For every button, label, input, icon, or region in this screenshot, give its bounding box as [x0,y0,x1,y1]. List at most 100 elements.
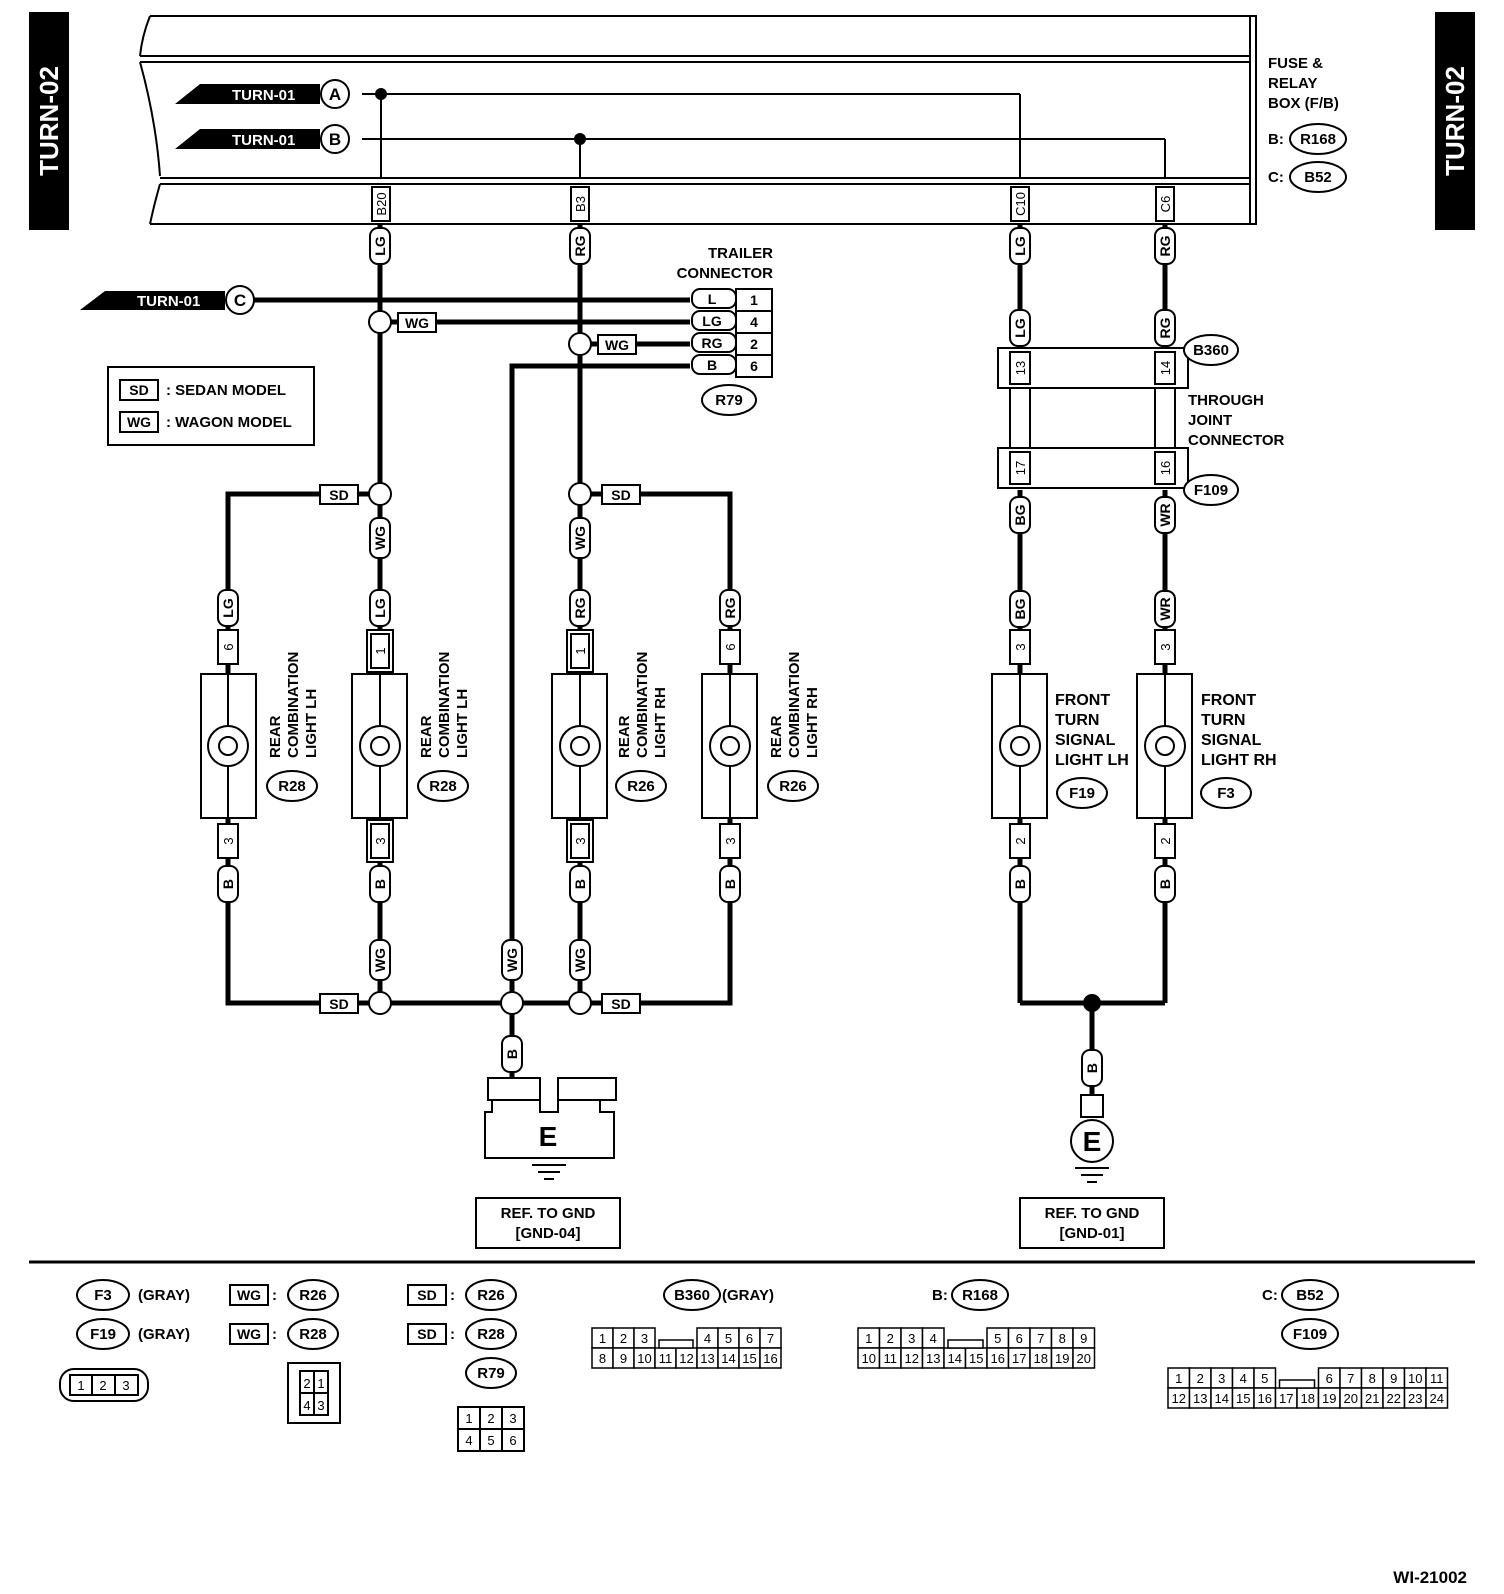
svg-text:TURN: TURN [1201,712,1245,729]
svg-text:LG: LG [1012,236,1028,256]
svg-text:FUSE &: FUSE & [1268,55,1323,72]
svg-text:WG: WG [237,1287,261,1303]
svg-text:B:: B: [1268,131,1284,148]
pin-number: 11 [659,1351,673,1366]
connector-b52-tag [1289,161,1347,193]
svg-text:COMBINATION: COMBINATION [436,652,453,758]
svg-text:(GRAY): (GRAY) [138,1326,190,1343]
svg-text:LIGHT LH: LIGHT LH [454,689,471,758]
svg-text:F19: F19 [90,1326,116,1343]
svg-text:TURN: TURN [1055,712,1099,729]
svg-text:1: 1 [373,647,388,654]
pin-number: 18 [1034,1351,1048,1366]
svg-text:LG: LG [1012,318,1028,338]
pin-number: 4 [930,1331,937,1346]
pin-number: 6 [746,1331,753,1346]
svg-text:R168: R168 [1300,131,1336,148]
svg-text:B: B [1012,879,1028,889]
pin-number: 1 [599,1331,606,1346]
pin-number: 24 [1430,1391,1444,1406]
svg-text:6: 6 [221,643,236,650]
svg-text:WG: WG [372,948,388,972]
rear-combination-light-lh-sd: 6 3 [200,629,257,859]
svg-text:2: 2 [303,1376,310,1391]
svg-text:B: B [504,1049,520,1059]
pin-number: 23 [1408,1391,1422,1406]
svg-text:WG: WG [127,414,151,430]
rear-lh-label-1: REAR COMBINATION LIGHT LH R28 [266,652,320,802]
pin-number: 10 [1408,1371,1422,1386]
svg-text:REAR: REAR [267,715,284,758]
front-rh-label: FRONT TURN SIGNAL LIGHT RH F3 [1200,692,1277,809]
svg-text:A: A [329,85,341,104]
pin-number: 11 [1430,1371,1444,1386]
svg-text:LG: LG [702,313,722,329]
pin-number: 2 [887,1331,894,1346]
svg-text:SD: SD [329,487,348,503]
pin-number: 13 [1193,1391,1207,1406]
svg-text:WG: WG [372,526,388,550]
pin-number: 8 [1369,1371,1376,1386]
svg-text:FRONT: FRONT [1201,692,1256,709]
svg-text:C:: C: [1262,1287,1278,1304]
svg-text:B: B [572,879,588,889]
connector-view-f3-f19: F3 (GRAY) F19 (GRAY) 1 2 3 [59,1279,190,1402]
svg-text:3: 3 [723,837,738,844]
svg-text:C: C [234,291,246,310]
svg-text:1: 1 [465,1411,472,1426]
pin-number: 5 [725,1331,732,1346]
svg-text:E: E [539,1121,558,1152]
svg-text:CONNECTOR: CONNECTOR [677,265,774,282]
svg-text:RG: RG [572,235,588,256]
pin-number: 9 [1080,1331,1087,1346]
svg-text::: : [450,1326,455,1343]
pin-number: 12 [905,1351,919,1366]
svg-text:SD: SD [611,996,630,1012]
svg-text:SD: SD [417,1326,436,1342]
pin-number: 2 [1197,1371,1204,1386]
front-lh-label: FRONT TURN SIGNAL LIGHT LH F19 [1055,692,1129,809]
svg-text:B360: B360 [1193,342,1229,359]
svg-text:JOINT: JOINT [1188,412,1232,429]
svg-text:TRAILER: TRAILER [708,245,773,262]
svg-text:[GND-01]: [GND-01] [1059,1225,1124,1242]
pin-number: 9 [1390,1371,1397,1386]
svg-text:RG: RG [572,597,588,618]
svg-text:C6: C6 [1158,196,1173,213]
pin-number: 7 [767,1331,774,1346]
svg-text:R28: R28 [299,1326,327,1343]
svg-text:6: 6 [750,358,758,374]
svg-text:LIGHT LH: LIGHT LH [1055,752,1129,769]
svg-text:RG: RG [1157,235,1173,256]
svg-text:WG: WG [504,948,520,972]
svg-text:6: 6 [723,643,738,650]
pin-number: 14 [721,1351,735,1366]
svg-text::: : [450,1287,455,1304]
pin-number: 3 [641,1331,648,1346]
svg-text:WR: WR [1157,503,1173,526]
svg-text:B3: B3 [573,196,588,212]
pin-number: 8 [599,1351,606,1366]
svg-text:C:: C: [1268,169,1284,186]
svg-text:REF. TO GND: REF. TO GND [1045,1205,1140,1222]
svg-text:17: 17 [1013,461,1028,475]
svg-text:1: 1 [317,1376,324,1391]
svg-text:TURN-01: TURN-01 [232,87,295,104]
svg-text:3: 3 [509,1411,516,1426]
svg-text:B: B [1084,1063,1100,1073]
svg-text:LG: LG [372,236,388,256]
svg-text:SD: SD [329,996,348,1012]
pin-number: 8 [1059,1331,1066,1346]
svg-text:COMBINATION: COMBINATION [634,652,651,758]
pin-number: 13 [700,1351,714,1366]
rear-combination-light-lh-wg: 1 3 [351,629,408,863]
svg-text:B: B [1157,879,1173,889]
svg-text:RELAY: RELAY [1268,75,1317,92]
svg-text:3: 3 [1013,643,1028,650]
svg-text:FRONT: FRONT [1055,692,1110,709]
pin-number: 18 [1301,1391,1315,1406]
